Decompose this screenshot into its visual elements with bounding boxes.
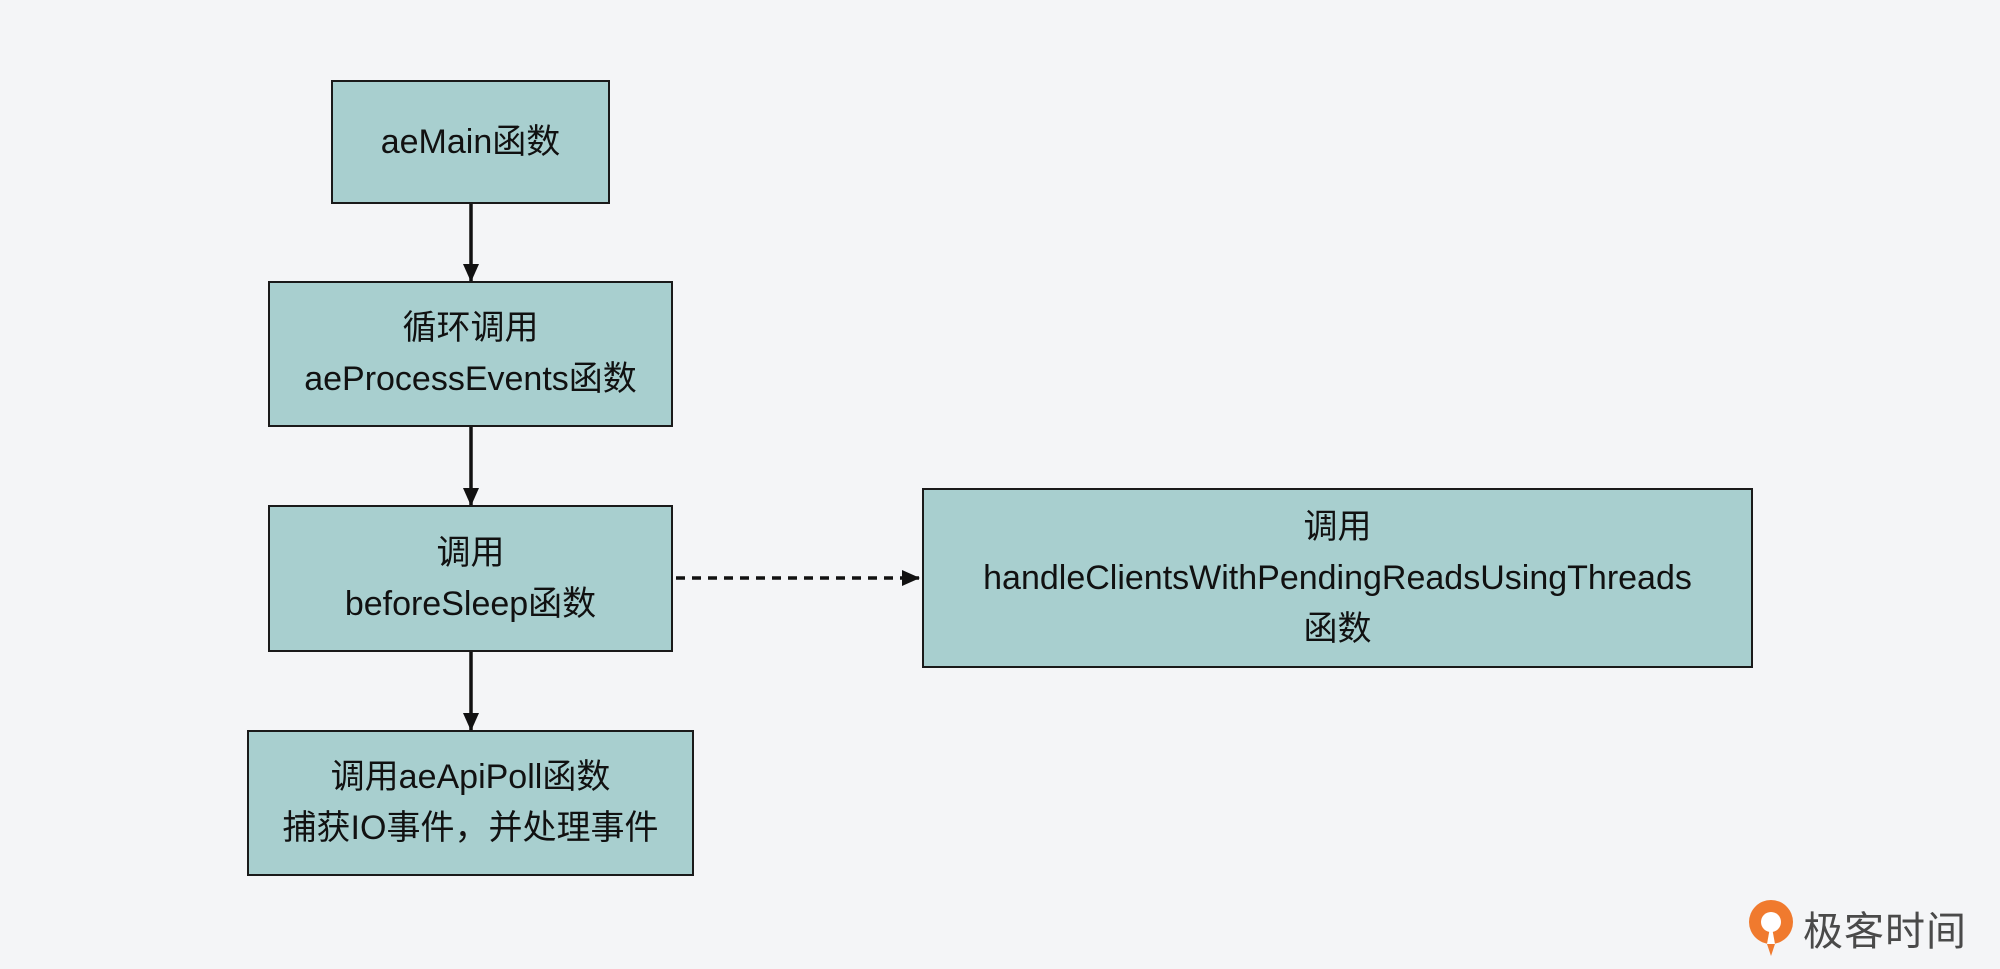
node-loop-process-events-line-2: aeProcessEvents函数: [304, 360, 637, 398]
node-handle-clients-line-3: 函数: [1303, 609, 1372, 648]
node-handle-clients: 调用 handleClientsWithPendingReadsUsingThr…: [922, 488, 1753, 668]
node-before-sleep-line-2: beforeSleep函数: [344, 584, 597, 623]
node-before-sleep: 调用 beforeSleep函数: [268, 505, 673, 652]
node-handle-clients-line-2: handleClientsWithPendingReadsUsingThread…: [983, 558, 1692, 597]
node-ae-main: aeMain函数: [331, 80, 610, 204]
node-ae-api-poll-line-2: 捕获IO事件，并处理事件: [282, 809, 659, 847]
geektime-logo-icon: [1749, 900, 1793, 956]
geektime-logo: 极客时间: [1745, 898, 1967, 958]
node-ae-api-poll-line-1: 调用aeApiPoll函数: [330, 758, 611, 796]
node-ae-main-line-1: aeMain函数: [380, 122, 561, 161]
node-loop-process-events: 循环调用 aeProcessEvents函数: [268, 281, 673, 427]
node-ae-api-poll: 调用aeApiPoll函数 捕获IO事件，并处理事件: [247, 730, 694, 876]
node-handle-clients-line-1: 调用: [1303, 507, 1372, 546]
node-loop-process-events-line-1: 循环调用: [402, 309, 539, 347]
node-before-sleep-line-1: 调用: [436, 533, 505, 572]
geektime-logo-text: 极客时间: [1803, 909, 1967, 955]
